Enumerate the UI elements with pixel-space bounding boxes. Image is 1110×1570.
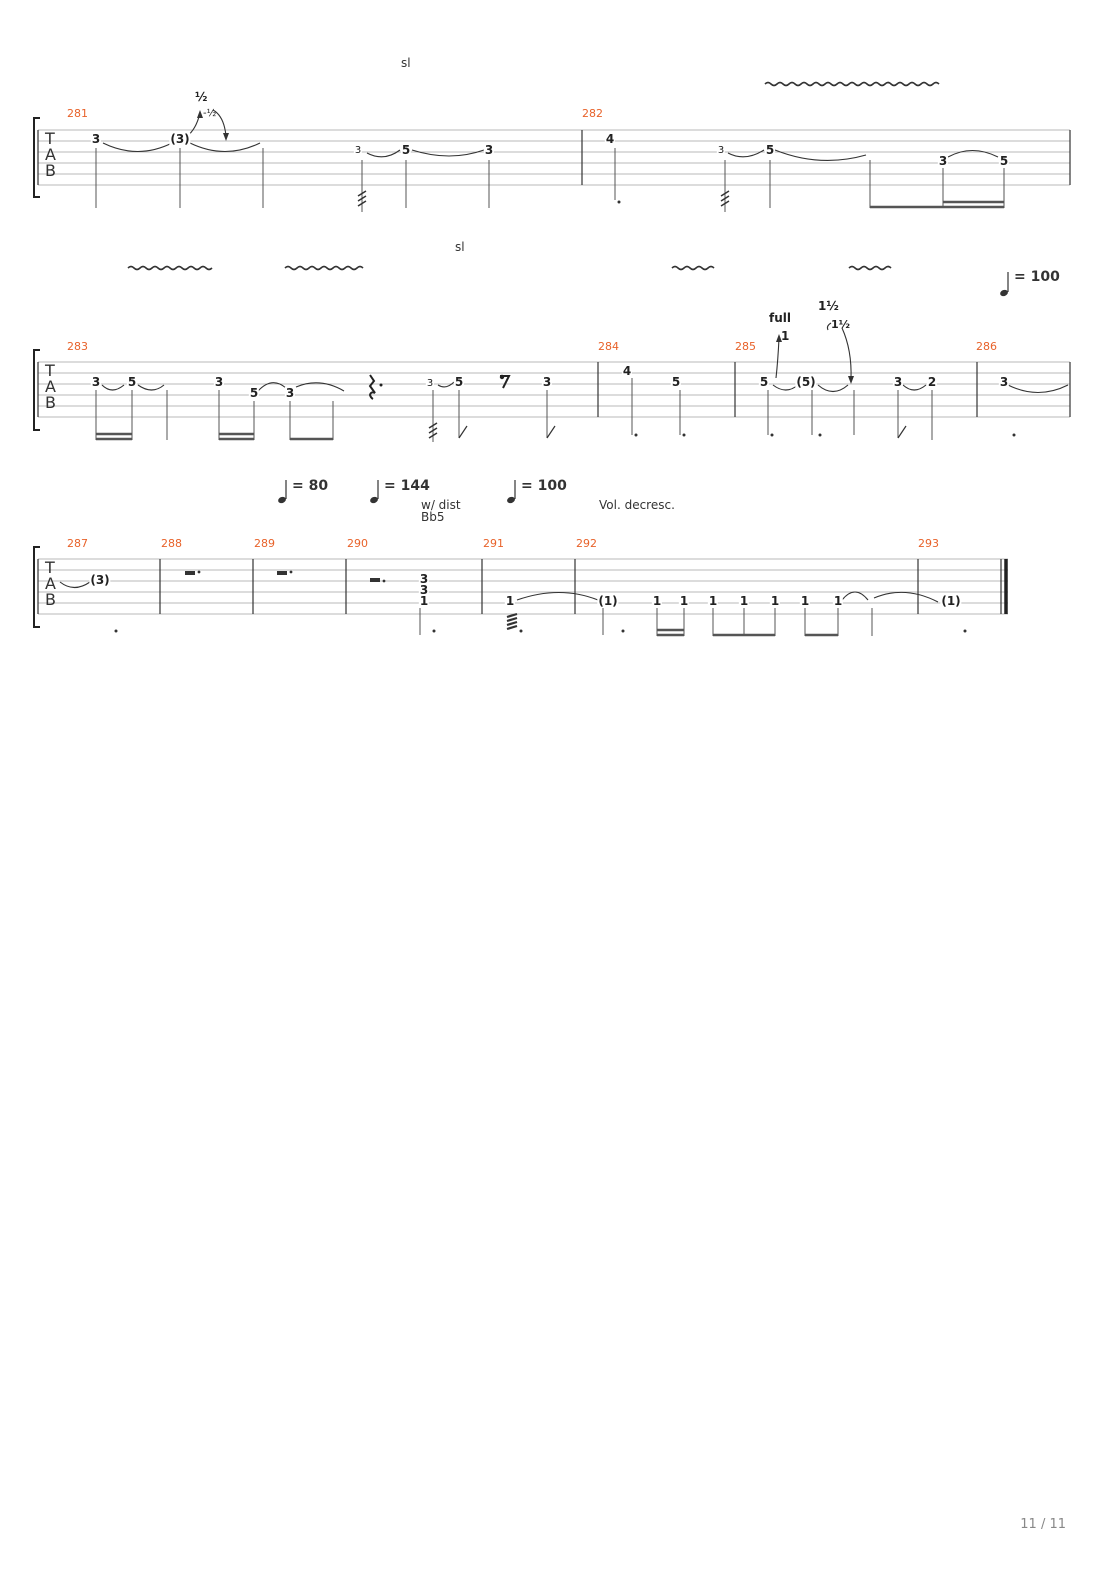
measure-number: 291 xyxy=(483,537,504,550)
tempo-marking: = 100 xyxy=(521,478,567,494)
bend-amount: full xyxy=(769,311,791,325)
fret-note: 3 xyxy=(213,375,225,389)
fret-note: 3 xyxy=(284,386,296,400)
chord-name: Bb5 xyxy=(421,510,445,524)
bend-amount: 1½ xyxy=(831,318,851,331)
fret-note: 5 xyxy=(758,375,770,389)
distortion-annotation: w/ dist xyxy=(421,498,461,512)
fret-note: 1 xyxy=(418,594,430,608)
tab-clef-a: A xyxy=(45,377,56,396)
system-2: T A B 283 284 285 286 sl = 100 full 1 1½… xyxy=(0,230,1110,460)
grace-note: 3 xyxy=(425,378,435,390)
measure-number: 284 xyxy=(598,340,619,353)
measure-number: 286 xyxy=(976,340,997,353)
bend-amount: ½ xyxy=(195,90,208,104)
system-2-staff xyxy=(33,265,1071,442)
fret-note: 3 xyxy=(892,375,904,389)
tab-clef-b: B xyxy=(45,393,56,412)
page-indicator: 11 / 11 xyxy=(1020,1517,1066,1532)
slide-annotation: sl xyxy=(401,56,411,70)
measure-number: 292 xyxy=(576,537,597,550)
fret-note: 5 xyxy=(453,375,465,389)
fret-note: (1) xyxy=(940,594,962,608)
fret-note: 3 xyxy=(90,132,102,146)
fret-note: 1 xyxy=(769,594,781,608)
fret-note: 3 xyxy=(937,154,949,168)
measure-number: 282 xyxy=(582,107,603,120)
tab-clef-b: B xyxy=(45,590,56,609)
measure-number: 287 xyxy=(67,537,88,550)
fret-note: 3 xyxy=(90,375,102,389)
fret-note: 4 xyxy=(604,132,616,146)
fret-note: 1 xyxy=(738,594,750,608)
fret-note: 3 xyxy=(541,375,553,389)
measure-number: 293 xyxy=(918,537,939,550)
measure-number: 290 xyxy=(347,537,368,550)
fret-note: 1 xyxy=(504,594,516,608)
system-1-staff xyxy=(33,81,1071,212)
tab-clef-a: A xyxy=(45,145,56,164)
tempo-marking: = 100 xyxy=(1014,269,1060,285)
measure-number: 283 xyxy=(67,340,88,353)
slide-annotation: sl xyxy=(455,240,465,254)
volume-annotation: Vol. decresc. xyxy=(599,498,675,512)
grace-note: 3 xyxy=(353,145,363,157)
measure-number: 285 xyxy=(735,340,756,353)
fret-note: 5 xyxy=(126,375,138,389)
fret-note: (3) xyxy=(169,132,191,146)
tab-clef-t: T xyxy=(45,129,55,148)
fret-note: 5 xyxy=(248,386,260,400)
fret-note: 1 xyxy=(678,594,690,608)
fret-note: 5 xyxy=(998,154,1010,168)
fret-note: (1) xyxy=(597,594,619,608)
tab-clef-t: T xyxy=(45,361,55,380)
fret-note: 2 xyxy=(926,375,938,389)
fret-note: 5 xyxy=(400,143,412,157)
bend-amount: 1½ xyxy=(818,299,839,313)
tab-clef-b: B xyxy=(45,161,56,180)
measure-number: 288 xyxy=(161,537,182,550)
bend-amount: 1 xyxy=(781,329,790,343)
fret-note: 4 xyxy=(621,364,633,378)
tempo-marking: = 80 xyxy=(292,478,329,494)
fret-note: 5 xyxy=(764,143,776,157)
fret-note: 3 xyxy=(998,375,1010,389)
grace-note: 3 xyxy=(716,145,726,157)
system-1: T A B 281 282 sl ½ -½ 3 (3) 3 5 3 4 3 5 … xyxy=(0,0,1110,230)
tempo-marking: = 144 xyxy=(384,478,430,494)
tab-clef-t: T xyxy=(45,558,55,577)
tab-clef-a: A xyxy=(45,574,56,593)
fret-note: 1 xyxy=(832,594,844,608)
fret-note: (5) xyxy=(795,375,817,389)
fret-note: 5 xyxy=(670,375,682,389)
fret-note: 3 xyxy=(418,583,430,597)
fret-note: 1 xyxy=(799,594,811,608)
fret-note: 3 xyxy=(483,143,495,157)
bend-release-amount: -½ xyxy=(203,108,217,119)
fret-note: 1 xyxy=(707,594,719,608)
measure-number: 289 xyxy=(254,537,275,550)
measure-number: 281 xyxy=(67,107,88,120)
system-3-staff xyxy=(33,480,1008,637)
fret-note: (3) xyxy=(89,573,111,587)
fret-note: 1 xyxy=(651,594,663,608)
system-3: T A B 287 288 289 290 291 292 293 = 80 =… xyxy=(0,460,1110,660)
fret-note: 3 xyxy=(418,572,430,586)
